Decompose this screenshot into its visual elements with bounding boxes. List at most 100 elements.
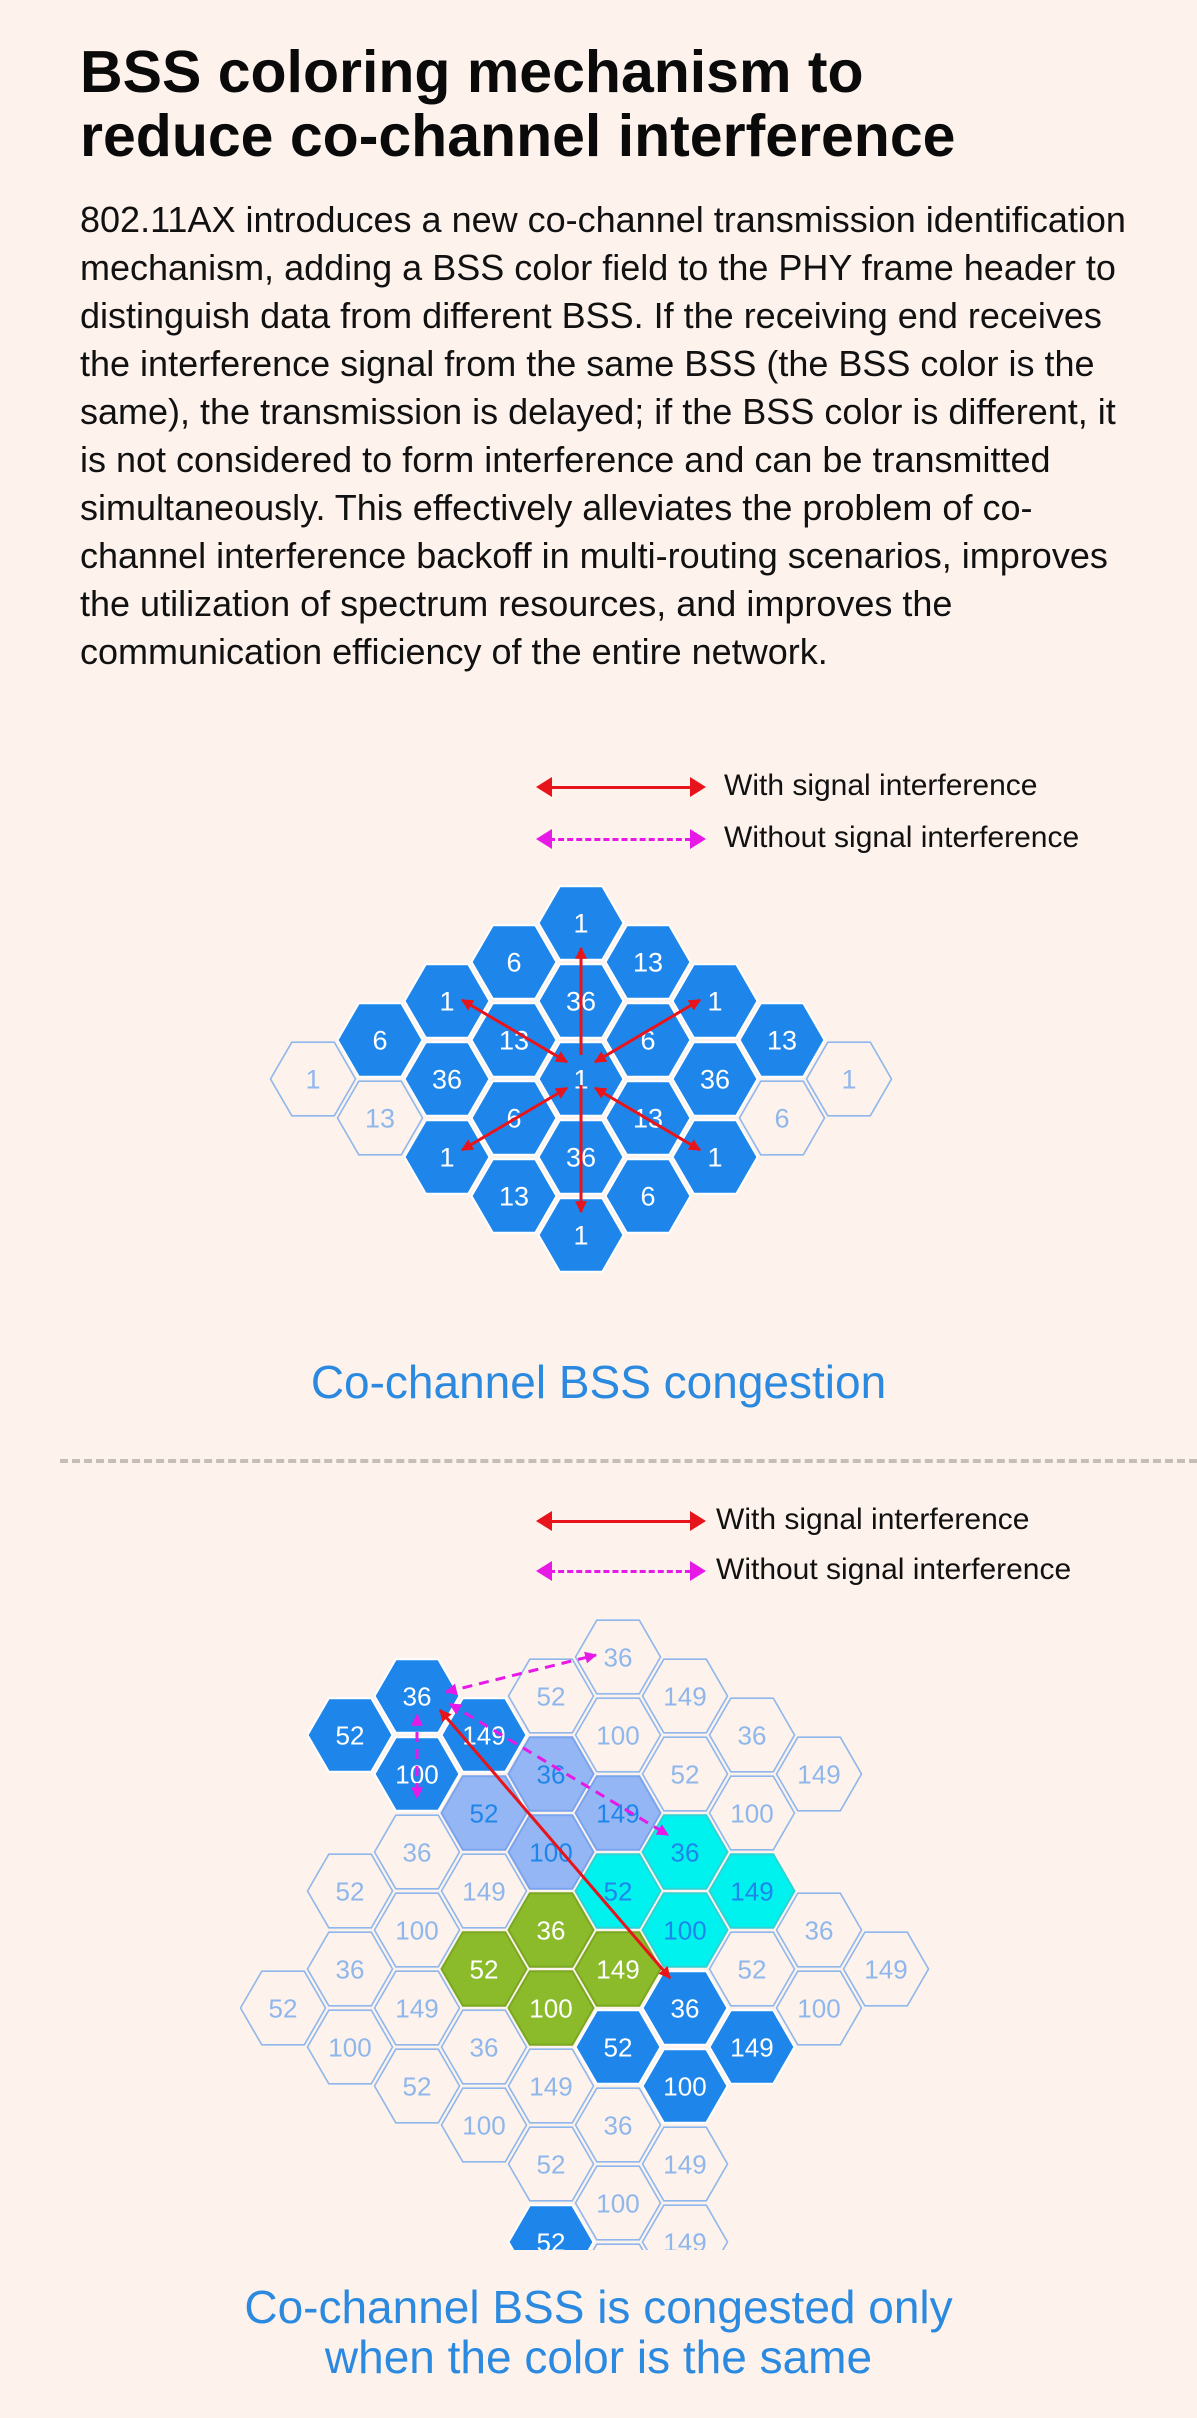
hex-cell-label: 100 bbox=[730, 1798, 773, 1828]
hex-cell-label: 13 bbox=[633, 948, 663, 978]
hex-cell-label: 52 bbox=[537, 1681, 566, 1711]
hex-cell bbox=[574, 2165, 662, 2241]
hex-cell bbox=[604, 924, 692, 1000]
hex-cell-label: 6 bbox=[506, 948, 521, 978]
hex-cell bbox=[336, 1080, 424, 1156]
hex-cell-label: 149 bbox=[797, 1759, 840, 1789]
hex-cell-label: 6 bbox=[774, 1104, 789, 1134]
hex-cell-label: 36 bbox=[671, 1837, 700, 1867]
hex-cell-label: 1 bbox=[573, 1221, 588, 1251]
hex-cell-label: 100 bbox=[663, 1915, 706, 1945]
hex-cell-label: 100 bbox=[663, 2071, 706, 2101]
hex-cell bbox=[440, 2009, 528, 2085]
hex-cell bbox=[708, 2009, 796, 2085]
hex-cell-label: 36 bbox=[700, 1065, 730, 1095]
hex-cell bbox=[507, 2048, 595, 2124]
hex-cell-label: 52 bbox=[604, 1876, 633, 1906]
hex-cell-label: 100 bbox=[797, 1993, 840, 2023]
hex-cell-label: 13 bbox=[365, 1104, 395, 1134]
hex-cell-label: 36 bbox=[604, 1642, 633, 1672]
magenta-dashed-arrow-icon bbox=[540, 1570, 700, 1573]
hex-cell-label: 36 bbox=[403, 1837, 432, 1867]
hex-cell-label: 1 bbox=[573, 909, 588, 939]
hex-cell-label: 36 bbox=[432, 1065, 462, 1095]
hex-cell-label: 52 bbox=[336, 1720, 365, 1750]
hex-cell-label: 149 bbox=[529, 2071, 572, 2101]
interference-arrow bbox=[460, 1086, 569, 1152]
hex-cell-label: 52 bbox=[537, 2227, 566, 2250]
hex-cell bbox=[440, 2087, 528, 2163]
hex-cell-label: 6 bbox=[640, 1182, 655, 1212]
hex-cell bbox=[373, 2048, 461, 2124]
hex-cell-label: 149 bbox=[730, 1876, 773, 1906]
legend-without-label: Without signal interference bbox=[724, 821, 1080, 854]
hex-cell bbox=[306, 1931, 394, 2007]
intro-paragraph: 802.11AX introduces a new co-channel tra… bbox=[80, 199, 1126, 672]
hex-cell bbox=[373, 1658, 461, 1734]
hex-cell-label: 149 bbox=[730, 2032, 773, 2062]
red-arrow-icon bbox=[540, 786, 700, 789]
legend-with-label: With signal interference bbox=[716, 1503, 1030, 1536]
hex-cell bbox=[336, 1002, 424, 1078]
hex-cell bbox=[775, 1970, 863, 2046]
hex-cell-label: 100 bbox=[328, 2032, 371, 2062]
section-divider bbox=[60, 1459, 1197, 1463]
hex-cell bbox=[641, 2204, 729, 2250]
hex-cell-label: 149 bbox=[663, 1681, 706, 1711]
hex-cell bbox=[738, 1080, 826, 1156]
hex-cell-label: 1 bbox=[439, 1143, 454, 1173]
hex-cell-label: 13 bbox=[767, 1026, 797, 1056]
hex-cell-label: 36 bbox=[537, 1759, 566, 1789]
hex-cell-label: 149 bbox=[395, 1993, 438, 2023]
interference-arrow bbox=[438, 1709, 672, 1979]
legend-with-label: With signal interference bbox=[724, 769, 1038, 802]
hex-cell bbox=[507, 2126, 595, 2202]
hex-cell bbox=[373, 1970, 461, 2046]
hex-cell bbox=[537, 885, 625, 961]
hex-cell-label: 36 bbox=[537, 1915, 566, 1945]
hex-cell-label: 52 bbox=[738, 1954, 767, 1984]
page-title: BSS coloring mechanism to reduce co-chan… bbox=[80, 39, 956, 169]
caption-line-1: Co-channel BSS is congested only bbox=[244, 2281, 953, 2333]
hex-cell bbox=[306, 2009, 394, 2085]
hex-cell-label: 36 bbox=[336, 1954, 365, 1984]
hex-cell bbox=[470, 924, 558, 1000]
hex-cell bbox=[641, 2126, 729, 2202]
hex-cell-label: 36 bbox=[805, 1915, 834, 1945]
hex-cell bbox=[708, 1697, 796, 1773]
hex-cell-label: 149 bbox=[462, 1876, 505, 1906]
hex-cell bbox=[537, 1197, 625, 1273]
hex-cell-label: 100 bbox=[596, 1720, 639, 1750]
hex-cell bbox=[239, 1970, 327, 2046]
hex-cell bbox=[306, 1853, 394, 1929]
hex-cell bbox=[574, 2009, 662, 2085]
interference-arrow bbox=[593, 998, 702, 1064]
hex-cell bbox=[805, 1041, 893, 1117]
hex-cell bbox=[641, 2048, 729, 2124]
diagram-co-channel-congestion: 16131361613613136136113613613611361 bbox=[269, 885, 893, 1273]
hex-cell-label: 100 bbox=[596, 2188, 639, 2218]
hex-cell-label: 149 bbox=[596, 1954, 639, 1984]
hex-cell-label: 1 bbox=[305, 1065, 320, 1095]
hex-cell bbox=[306, 1697, 394, 1773]
hex-cell-label: 36 bbox=[403, 1681, 432, 1711]
hex-cell-label: 13 bbox=[499, 1182, 529, 1212]
hex-cell bbox=[708, 1931, 796, 2007]
hex-cell-label: 36 bbox=[738, 1720, 767, 1750]
hex-cell-label: 52 bbox=[470, 1798, 499, 1828]
hex-cell-label: 52 bbox=[403, 2071, 432, 2101]
hex-cell bbox=[708, 1853, 796, 1929]
hex-cell-label: 100 bbox=[395, 1915, 438, 1945]
hex-cell bbox=[574, 2087, 662, 2163]
hex-cell-label: 149 bbox=[663, 2227, 706, 2250]
red-arrow-icon bbox=[540, 1520, 700, 1523]
hex-cell-label: 36 bbox=[470, 2032, 499, 2062]
hex-cell bbox=[507, 2204, 595, 2250]
hex-cell-label: 100 bbox=[529, 1993, 572, 2023]
magenta-dashed-arrow-icon bbox=[540, 838, 700, 841]
interference-arrow bbox=[593, 1086, 702, 1152]
hex-cell bbox=[708, 1775, 796, 1851]
hex-cell-label: 149 bbox=[663, 2149, 706, 2179]
hex-cell-label: 52 bbox=[269, 1993, 298, 2023]
hex-cell-label: 1 bbox=[841, 1065, 856, 1095]
